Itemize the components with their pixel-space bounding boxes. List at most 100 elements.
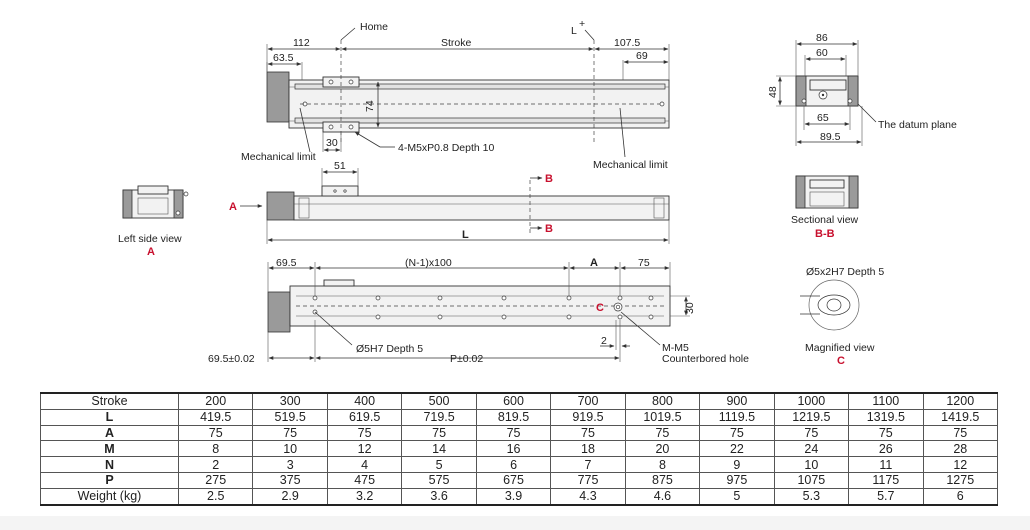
table-cell: 75 bbox=[624, 424, 701, 442]
section-b-top: B bbox=[545, 173, 553, 185]
table-cell: 1119.5 bbox=[699, 408, 775, 426]
dim-63-5: 63.5 bbox=[273, 52, 294, 64]
left-side-view: Left side view A bbox=[118, 185, 189, 258]
table-cell: 4 bbox=[326, 456, 403, 473]
table-cell: 12 bbox=[326, 440, 403, 458]
counterbore-label: Counterbored hole bbox=[662, 353, 749, 365]
table-cell: 2.5 bbox=[177, 487, 254, 506]
table-cell: 6 bbox=[922, 487, 999, 506]
marker-c: C bbox=[596, 302, 604, 314]
magnified-view: Ø5x2H7 Depth 5 Magnified view C bbox=[800, 266, 884, 367]
table-cell: 12 bbox=[922, 456, 999, 473]
table-cell: 1100 bbox=[848, 391, 924, 410]
section-letter: B-B bbox=[815, 228, 835, 240]
datum-label: The datum plane bbox=[878, 119, 957, 131]
magnified-circle bbox=[808, 279, 860, 331]
table-cell: 4.6 bbox=[624, 487, 701, 506]
table-cell: 75 bbox=[252, 424, 328, 442]
section-label: Sectional view bbox=[791, 214, 859, 226]
row-header: A bbox=[40, 424, 179, 442]
table-cell: 919.5 bbox=[550, 408, 626, 426]
home-label: Home bbox=[360, 21, 388, 33]
table-cell: 1200 bbox=[922, 391, 999, 410]
table-cell: 3.9 bbox=[475, 487, 552, 506]
table-cell: 5 bbox=[401, 456, 477, 473]
left-side-label: Left side view bbox=[118, 233, 182, 245]
dim-69: 69 bbox=[636, 50, 648, 62]
table-cell: 3.2 bbox=[326, 487, 403, 506]
dim-2: 2 bbox=[601, 335, 607, 347]
magnified-letter: C bbox=[837, 355, 845, 367]
l-plus-label: L bbox=[571, 25, 577, 37]
front-view: 51 A B B L bbox=[229, 160, 670, 244]
mech-limit-right: Mechanical limit bbox=[593, 159, 668, 171]
dim-112: 112 bbox=[293, 37, 310, 49]
table-cell: 375 bbox=[252, 471, 328, 489]
table-cell: 26 bbox=[848, 440, 924, 458]
technical-drawing: Home L + 112 63.5 Stroke 107.5 69 74 30 … bbox=[118, 18, 957, 367]
table-cell: 619.5 bbox=[326, 408, 403, 426]
l-plus-sup: + bbox=[579, 18, 585, 30]
table-cell: 800 bbox=[624, 391, 701, 410]
dim-86: 86 bbox=[816, 32, 828, 44]
end-view: 86 60 48 65 89.5 The datum plane bbox=[767, 32, 957, 146]
table-cell: 10 bbox=[252, 440, 328, 458]
view-arrow-a: A bbox=[229, 201, 237, 213]
tapped-holes-label: 4-M5xP0.8 Depth 10 bbox=[398, 142, 494, 154]
dim-60: 60 bbox=[816, 47, 828, 59]
dim-pitch: (N-1)x100 bbox=[405, 257, 452, 269]
table-cell: 8 bbox=[177, 440, 254, 458]
table-cell: 75 bbox=[848, 424, 924, 442]
table-cell: 75 bbox=[177, 424, 254, 442]
front-motor-end bbox=[266, 191, 295, 221]
table-cell: 1075 bbox=[773, 471, 850, 489]
table-cell: 75 bbox=[773, 424, 850, 442]
sectional-view: Sectional view B-B bbox=[791, 175, 859, 240]
dim-48: 48 bbox=[767, 86, 779, 98]
table-cell: 75 bbox=[699, 424, 775, 442]
table-cell: 18 bbox=[550, 440, 626, 458]
dim-stroke: Stroke bbox=[441, 37, 472, 49]
dim-51: 51 bbox=[334, 160, 346, 172]
magnified-hole-label: Ø5x2H7 Depth 5 bbox=[806, 266, 884, 278]
table-cell: 3 bbox=[252, 456, 328, 473]
table-cell: 28 bbox=[922, 440, 999, 458]
dim-30-top: 30 bbox=[326, 137, 338, 149]
table-cell: 1275 bbox=[922, 471, 999, 489]
table-cell: 1219.5 bbox=[773, 408, 850, 426]
table-cell: 11 bbox=[848, 456, 924, 473]
table-cell: 22 bbox=[699, 440, 775, 458]
table-cell: 1175 bbox=[848, 471, 924, 489]
table-cell: 14 bbox=[401, 440, 477, 458]
table-cell: 275 bbox=[177, 471, 254, 489]
row-header: L bbox=[40, 408, 179, 426]
table-cell: 1000 bbox=[773, 391, 850, 410]
table-cell: 75 bbox=[326, 424, 403, 442]
table-cell: 1319.5 bbox=[848, 408, 924, 426]
table-cell: 10 bbox=[773, 456, 850, 473]
pin-hole-label: Ø5H7 Depth 5 bbox=[356, 343, 423, 355]
table-cell: 2.9 bbox=[252, 487, 328, 506]
tol-69-5: 69.5±0.02 bbox=[208, 353, 255, 365]
table-cell: 4.3 bbox=[550, 487, 626, 506]
table-cell: 719.5 bbox=[401, 408, 477, 426]
top-view: Home L + 112 63.5 Stroke 107.5 69 74 30 … bbox=[241, 18, 670, 171]
table-cell: 975 bbox=[699, 471, 775, 489]
front-view-body bbox=[293, 195, 670, 221]
table-cell: 24 bbox=[773, 440, 850, 458]
table-cell: 675 bbox=[475, 471, 552, 489]
table-cell: 9 bbox=[699, 456, 775, 473]
table-cell: 419.5 bbox=[177, 408, 254, 426]
table-cell: 900 bbox=[699, 391, 775, 410]
counterbore-m: M-M5 bbox=[662, 342, 689, 354]
row-header: M bbox=[40, 440, 179, 458]
left-side-letter: A bbox=[147, 246, 155, 258]
front-carriage bbox=[321, 185, 359, 197]
